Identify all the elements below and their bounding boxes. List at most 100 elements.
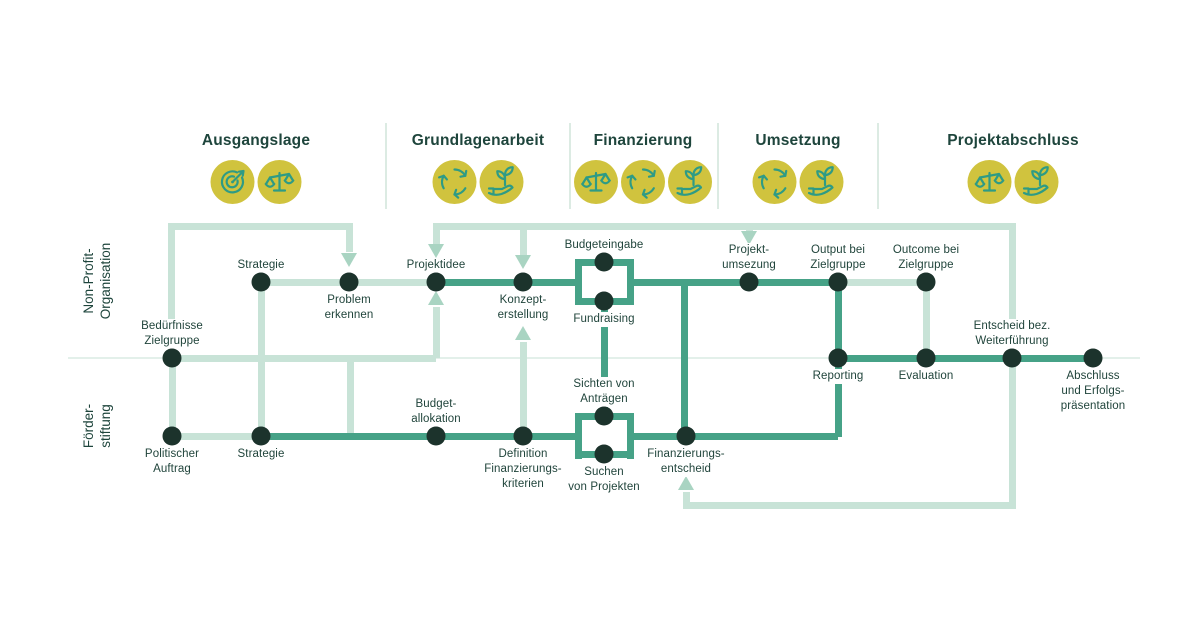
hand-plant-icon — [479, 160, 524, 204]
flow-connector-line — [168, 358, 176, 436]
flow-connector-line — [432, 222, 1016, 230]
scales-icon — [967, 160, 1012, 204]
node-reporting — [828, 348, 848, 368]
node-label-abschluss-praesentation: Abschluss und Erfolgs- präsentation — [1057, 369, 1129, 414]
flow-connector-line — [922, 282, 930, 358]
node-beduerfnisse-zielgruppe — [162, 348, 182, 368]
flow-connector-line — [838, 354, 1093, 362]
flow-connector-line — [745, 229, 753, 232]
node-label-sichten-antraege: Sichten von Anträgen — [570, 377, 638, 407]
node-label-reporting: Reporting — [809, 369, 867, 384]
flow-connector-line — [432, 229, 440, 244]
flow-connector-line — [600, 301, 608, 416]
hand-plant-icon — [1014, 160, 1059, 204]
flow-arrowhead-down — [514, 255, 531, 269]
flow-connector-line — [172, 354, 436, 362]
node-label-entscheid-weiterfuehrung: Entscheid bez. Weiterführung — [970, 319, 1054, 349]
target-icon — [210, 160, 255, 204]
phase-icons-3 — [574, 160, 712, 204]
phase-separator-line — [385, 123, 387, 209]
flow-connector-line — [523, 432, 578, 440]
flow-connector-line — [686, 432, 838, 440]
node-abschluss-praesentation — [1083, 348, 1103, 368]
scales-icon — [574, 160, 618, 204]
flow-connector-line — [345, 229, 353, 252]
node-label-projektumsetzung: Projekt- umsezung — [719, 243, 779, 273]
flow-connector-line — [680, 282, 688, 436]
flow-connector-line — [682, 492, 690, 502]
flow-arrowhead-down — [740, 231, 757, 245]
flow-connector-line — [432, 307, 440, 358]
node-budgeteingabe — [594, 252, 614, 272]
phase-title-1: Ausgangslage — [201, 132, 311, 149]
node-label-politischer-auftrag: Politischer Auftrag — [141, 447, 203, 477]
node-label-suchen-projekte: Suchen von Projekten — [565, 465, 643, 495]
node-label-evaluation: Evaluation — [895, 369, 957, 384]
flow-connector-line — [838, 278, 926, 286]
node-label-projektidee: Projektidee — [403, 258, 469, 273]
flow-connector-line — [682, 501, 1016, 509]
node-label-budgetallokation: Budget- allokation — [408, 397, 464, 427]
phase-separator-line — [569, 123, 571, 209]
cycle-icon — [752, 160, 797, 204]
node-konzepterstellung — [513, 272, 533, 292]
node-projektumsetzung — [739, 272, 759, 292]
flow-connector-line — [574, 258, 582, 305]
cycle-icon — [621, 160, 665, 204]
flow-arrowhead-up — [514, 326, 531, 340]
node-definition-kriterien — [513, 426, 533, 446]
flow-connector-line — [436, 278, 523, 286]
cycle-icon — [432, 160, 477, 204]
node-label-strategie-npo: Strategie — [234, 258, 288, 273]
flow-connector-line — [167, 222, 353, 230]
flow-connector-line — [1008, 358, 1016, 505]
scales-icon — [257, 160, 302, 204]
flow-connector-line — [346, 358, 354, 436]
node-fundraising — [594, 291, 614, 311]
phase-icons-5 — [967, 160, 1059, 204]
flow-arrowhead-up — [427, 291, 444, 305]
flow-connector-line — [630, 432, 686, 440]
node-projektidee — [426, 272, 446, 292]
node-label-beduerfnisse-zielgruppe: Bedürfnisse Zielgruppe — [138, 319, 206, 349]
node-evaluation — [916, 348, 936, 368]
flow-arrowhead-down — [427, 244, 444, 258]
node-strategie-npo — [251, 272, 271, 292]
node-label-strategie-stiftung: Strategie — [234, 447, 288, 462]
node-label-problem-erkennen: Problem erkennen — [321, 293, 377, 323]
phase-title-3: Finanzierung — [593, 132, 693, 149]
node-problem-erkennen — [339, 272, 359, 292]
node-outcome-zielgruppe — [916, 272, 936, 292]
node-label-output-zielgruppe: Output bei Zielgruppe — [807, 243, 869, 273]
flow-connector-line — [1008, 229, 1016, 358]
node-politischer-auftrag — [162, 426, 182, 446]
node-suchen-projekte — [594, 444, 614, 464]
node-sichten-antraege — [594, 406, 614, 426]
node-strategie-stiftung — [251, 426, 271, 446]
node-entscheid-weiterfuehrung — [1002, 348, 1022, 368]
flow-connector-line — [519, 229, 527, 255]
node-label-konzepterstellung: Konzept- erstellung — [494, 293, 552, 323]
node-label-finanzierungsentscheid: Finanzierungs- entscheid — [644, 447, 728, 477]
phase-icons-4 — [752, 160, 844, 204]
node-finanzierungsentscheid — [676, 426, 696, 446]
flow-connector-line — [523, 278, 578, 286]
phase-title-5: Projektabschluss — [947, 132, 1079, 149]
hand-plant-icon — [799, 160, 844, 204]
node-budgetallokation — [426, 426, 446, 446]
hand-plant-icon — [668, 160, 712, 204]
flow-connector-line — [574, 412, 582, 459]
lane-label-foerderstiftung: Förder- stiftung — [81, 403, 113, 449]
flow-connector-line — [630, 278, 838, 286]
flow-connector-line — [436, 432, 523, 440]
node-label-definition-kriterien: Definition Finanzierungs- kriterien — [481, 447, 565, 492]
node-label-budgeteingabe: Budgeteingabe — [561, 238, 647, 253]
flow-arrowhead-down — [340, 253, 357, 267]
phase-separator-line — [717, 123, 719, 209]
flow-connector-line — [167, 222, 175, 358]
node-label-fundraising: Fundraising — [570, 312, 638, 327]
phase-title-2: Grundlagenarbeit — [411, 132, 545, 149]
phase-icons-2 — [432, 160, 524, 204]
node-label-outcome-zielgruppe: Outcome bei Zielgruppe — [889, 243, 963, 273]
